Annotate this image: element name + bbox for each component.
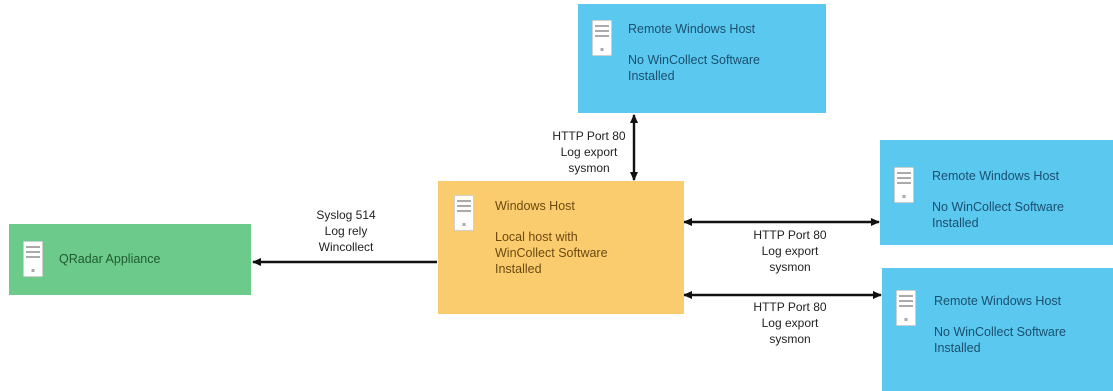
server-icon	[23, 241, 43, 277]
server-icon	[592, 20, 612, 56]
syslog-edge-label: Syslog 514 Log rely Wincollect	[316, 207, 375, 255]
edge-label-line: Wincollect	[318, 240, 374, 254]
node-title: Remote Windows Host	[932, 169, 1060, 183]
server-icon	[454, 195, 474, 231]
node-title: Remote Windows Host	[628, 22, 756, 36]
edge-label-line: HTTP Port 80	[753, 228, 827, 242]
node-title: QRadar Appliance	[59, 252, 161, 266]
node-title: Remote Windows Host	[934, 294, 1062, 308]
node-description-line: Installed	[628, 69, 675, 83]
node-description-line: No WinCollect Software	[934, 325, 1066, 339]
server-icon	[896, 290, 916, 326]
server-icon	[894, 167, 914, 203]
node-description-line: WinCollect Software	[495, 246, 608, 260]
edge-label-line: Log export	[761, 316, 819, 330]
edge-label-line: sysmon	[769, 332, 811, 346]
edge-label-line: sysmon	[769, 260, 811, 274]
edge-label-line: Log export	[560, 145, 618, 159]
edge-label-line: Log export	[761, 244, 819, 258]
node-description-line: Installed	[934, 341, 981, 355]
node-title: Windows Host	[495, 199, 575, 213]
http-middle-edge-label: HTTP Port 80 Log export sysmon	[753, 227, 826, 275]
node-description-line: No WinCollect Software	[932, 200, 1064, 214]
remote-windows-host-bottom-node: Remote Windows Host No WinCollect Softwa…	[882, 268, 1113, 391]
edge-label-line: Log rely	[324, 224, 368, 238]
node-description-line: No WinCollect Software	[628, 53, 760, 67]
edge-label-line: HTTP Port 80	[552, 129, 626, 143]
http-top-edge-label: HTTP Port 80 Log export sysmon	[552, 128, 625, 176]
edge-label-line: sysmon	[568, 161, 610, 175]
node-description-line: Local host with	[495, 230, 578, 244]
remote-windows-host-middle-node: Remote Windows Host No WinCollect Softwa…	[880, 140, 1113, 245]
node-description-line: Installed	[932, 216, 979, 230]
edge-label-line: HTTP Port 80	[753, 300, 827, 314]
http-bottom-edge-label: HTTP Port 80 Log export sysmon	[753, 299, 826, 347]
node-description-line: Installed	[495, 262, 542, 276]
windows-host-node: Windows Host Local host with WinCollect …	[438, 181, 684, 314]
qradar-appliance-node: QRadar Appliance	[9, 224, 251, 295]
remote-windows-host-top-node: Remote Windows Host No WinCollect Softwa…	[578, 4, 826, 113]
edge-label-line: Syslog 514	[316, 208, 376, 222]
